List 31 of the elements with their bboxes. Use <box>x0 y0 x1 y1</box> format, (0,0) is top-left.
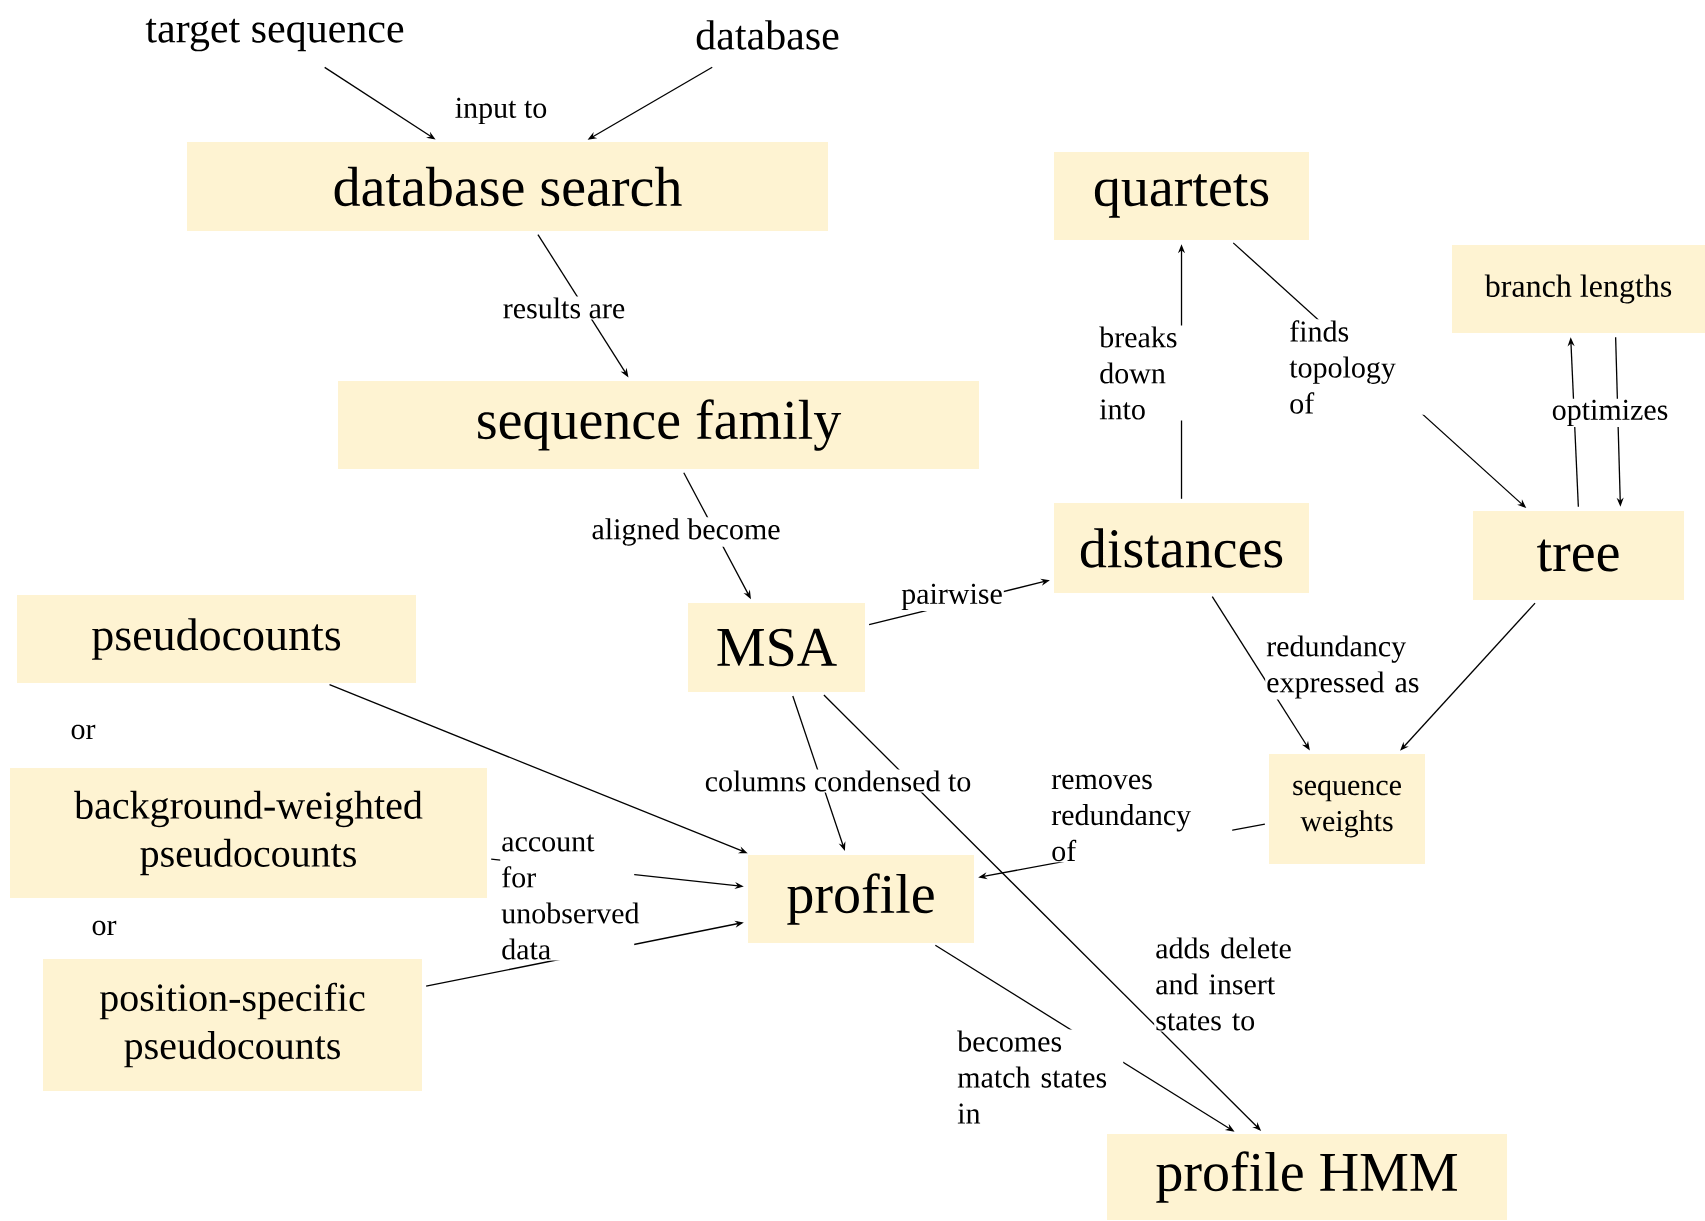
edge-label: pairwise <box>900 582 1004 612</box>
edge-label: removes redundancy of <box>1050 773 1233 863</box>
concept-box: profile HMM <box>1107 1134 1507 1220</box>
concept-box: quartets <box>1054 152 1309 240</box>
note-text: or <box>92 920 117 936</box>
concept-box: position-specific pseudocounts <box>43 959 422 1091</box>
concept-box: profile <box>748 855 974 943</box>
concept-box: database search <box>187 142 828 231</box>
edge-label: becomes match states in <box>956 1029 1124 1125</box>
note-text: or <box>71 724 96 740</box>
edge-label: account for unobserved data <box>500 833 640 961</box>
concept-box: branch lengths <box>1452 245 1705 333</box>
edge-label: finds topology of <box>1288 319 1441 415</box>
concept-box: pseudocounts <box>17 595 416 683</box>
edge-label: adds delete and insert states to <box>1154 936 1302 1032</box>
edge-label: columns condensed to <box>703 769 973 793</box>
edge-label: aligned become <box>590 517 782 547</box>
concept-box: sequence weights <box>1269 754 1425 864</box>
edge-label: input to <box>453 96 549 126</box>
edge-label: optimizes <box>1550 398 1670 428</box>
concept-box: sequence family <box>338 381 979 469</box>
edge-label: redundancy expressed as <box>1265 634 1428 700</box>
concept-box: tree <box>1473 511 1684 600</box>
arrow <box>1400 602 1536 751</box>
edge-label: breaks down into <box>1098 325 1196 421</box>
concept-text: database <box>696 20 839 50</box>
concept-box: distances <box>1054 503 1309 593</box>
concept-box: MSA <box>688 603 865 692</box>
concept-text: target sequence <box>145 18 404 52</box>
concept-box: background-weighted pseudocounts <box>10 768 487 898</box>
edge-label: results are <box>501 296 627 320</box>
